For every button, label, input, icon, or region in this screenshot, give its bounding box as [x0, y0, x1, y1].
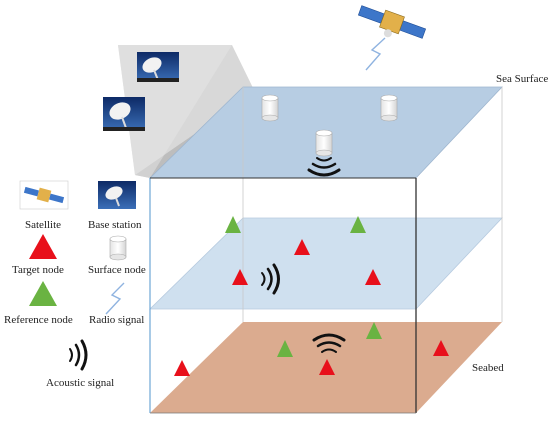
reference-node — [225, 216, 241, 233]
target-node — [232, 269, 248, 285]
reference-node-legend-icon — [29, 281, 57, 306]
legend-label-target-node: Target node — [12, 264, 64, 276]
middle-layer-nodes — [225, 216, 381, 285]
legend-label-acoustic-signal: Acoustic signal — [46, 377, 114, 389]
base-station-icon-1 — [137, 52, 179, 82]
surface-node-icon — [261, 94, 279, 122]
base-station-icon-2 — [103, 97, 145, 131]
acoustic-signal-icon — [307, 157, 341, 177]
surface-node-icon — [380, 94, 398, 122]
legend-label-base-station: Base station — [88, 219, 142, 231]
base-station-icon — [98, 181, 136, 209]
seabed-nodes — [174, 322, 449, 376]
reference-node — [277, 340, 293, 357]
seabed-label: Seabed — [472, 362, 504, 374]
reference-node — [350, 216, 366, 233]
acoustic-signal-icon — [261, 263, 280, 295]
target-node — [319, 359, 335, 375]
surface-node-icon — [109, 235, 127, 261]
radio-signal-icon — [105, 282, 125, 315]
legend: Satellite Base station Target node Surfa… — [4, 180, 146, 389]
sea-surface-label: Sea Surface — [496, 73, 548, 85]
target-node — [294, 239, 310, 255]
acoustic-signal-icon — [69, 339, 88, 371]
satellite-icon — [357, 5, 427, 39]
target-node — [433, 340, 449, 356]
legend-label-reference-node: Reference node — [4, 314, 73, 326]
reference-node — [366, 322, 382, 339]
legend-label-satellite: Satellite — [25, 219, 61, 231]
legend-label-surface-node: Surface node — [88, 264, 146, 276]
radio-signal-icon — [365, 37, 386, 71]
target-node — [174, 360, 190, 376]
legend-label-radio-signal: Radio signal — [89, 314, 144, 326]
target-node-legend-icon — [29, 234, 57, 259]
middle-water-layer — [149, 217, 503, 310]
target-node — [365, 269, 381, 285]
acoustic-signal-icon — [312, 333, 346, 353]
satellite-icon — [19, 180, 69, 210]
surface-node-icon — [315, 129, 333, 157]
